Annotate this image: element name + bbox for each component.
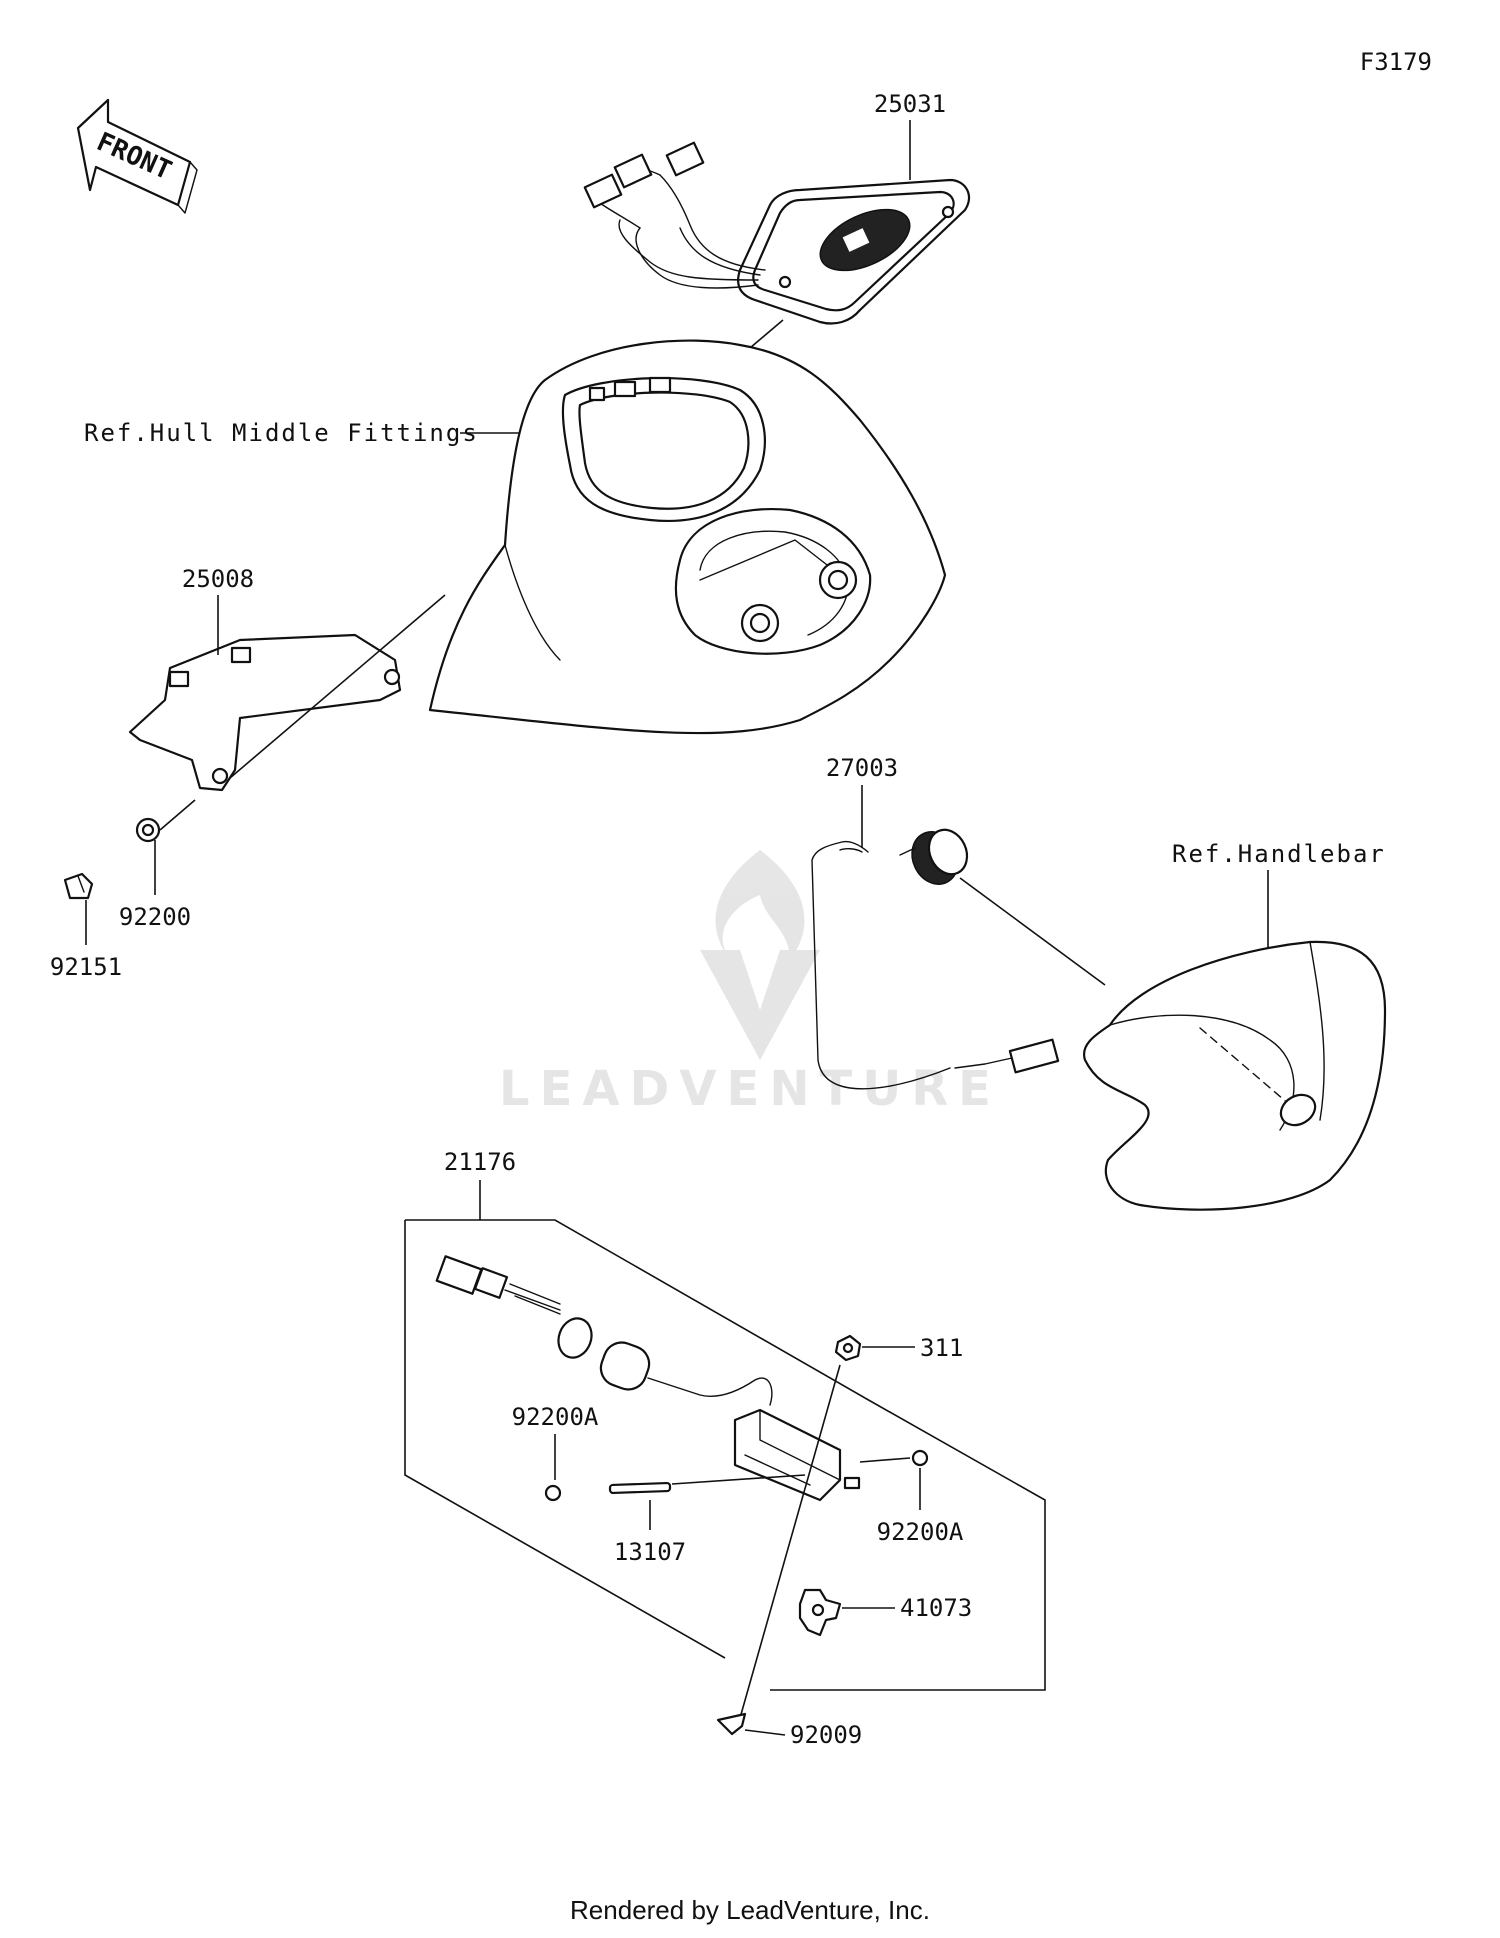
front-arrow-icon: FRONT <box>76 98 198 214</box>
part-number-25031: 25031 <box>874 90 946 118</box>
part-number-27003: 27003 <box>826 754 898 782</box>
ref-hull-middle-fittings: Ref.Hull Middle Fittings <box>84 419 479 447</box>
assembly-21176: 21176 13107 92200A 92200A 311 <box>404 1148 1046 1749</box>
part-number-92200: 92200 <box>119 903 191 931</box>
part-number-92009: 92009 <box>790 1721 862 1749</box>
bolt-92151: 92151 <box>50 872 122 981</box>
washer-92200: 92200 <box>119 817 191 931</box>
meter-assembly: 25031 <box>583 90 971 421</box>
part-number-21176: 21176 <box>444 1148 516 1176</box>
figure-id: F3179 <box>1360 48 1432 76</box>
part-number-92200A-left: 92200A <box>512 1403 599 1431</box>
bracket-25008: 25008 <box>128 565 446 831</box>
part-number-41073: 41073 <box>900 1594 972 1622</box>
switch-27003: 27003 <box>811 754 1106 1090</box>
part-number-25008: 25008 <box>182 565 254 593</box>
footer-credit: Rendered by LeadVenture, Inc. <box>570 1895 930 1925</box>
part-number-311: 311 <box>920 1334 963 1362</box>
part-number-13107: 13107 <box>614 1538 686 1566</box>
part-number-92151: 92151 <box>50 953 122 981</box>
watermark-text: LEADVENTURE <box>499 1061 1001 1117</box>
part-number-92200A-right: 92200A <box>877 1518 964 1546</box>
leadventure-watermark: LEADVENTURE <box>499 850 1001 1117</box>
ref-handlebar: Ref.Handlebar <box>1172 840 1386 868</box>
hull-middle-fittings: Ref.Hull Middle Fittings <box>84 339 947 735</box>
handlebar-pod: Ref.Handlebar <box>1082 840 1387 1211</box>
